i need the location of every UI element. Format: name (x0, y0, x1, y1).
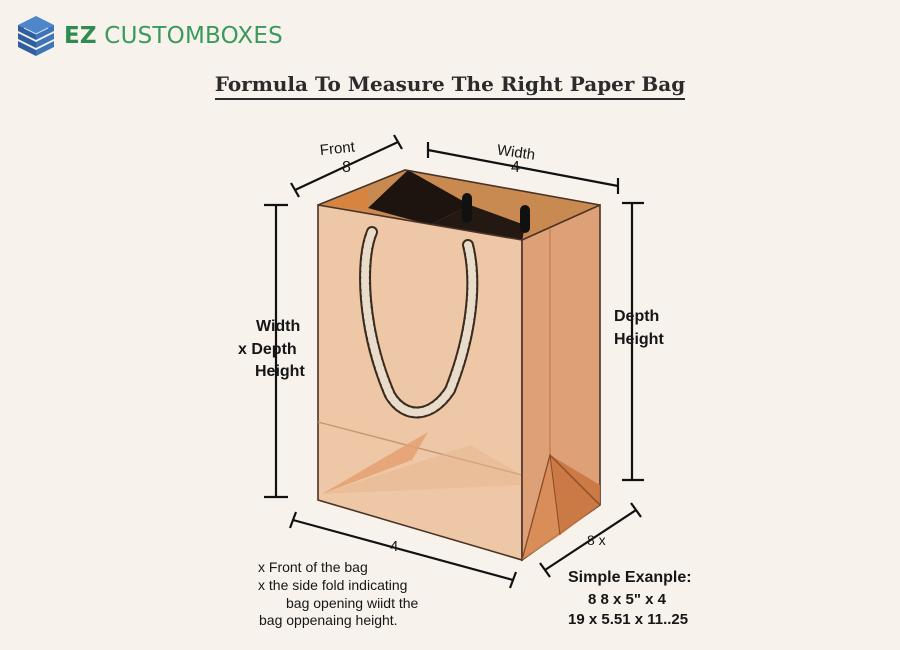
note-line-3: bag opening wiidt the (286, 595, 419, 611)
front-value-label: 8 (342, 159, 351, 176)
front-word-label: Front (319, 138, 356, 159)
example-heading: Simple Exanple: (568, 569, 692, 586)
bottom-side-dimension-line (544, 509, 637, 571)
note-line-4: bag oppenaing height. (259, 612, 398, 628)
right-label-1: Depth (614, 308, 659, 325)
page-title: Formula To Measure The Right Paper Bag (0, 72, 900, 100)
width-dimension-line (427, 148, 619, 188)
bottom-side-value: 8 x (587, 532, 606, 548)
note-line-2: x the side fold indicating (258, 577, 407, 593)
stacked-boxes-icon (18, 16, 54, 56)
width-word-label: Width (496, 142, 536, 164)
note-line-1: x Front of the bag (258, 559, 368, 575)
bottom-front-value: 4 (390, 538, 398, 555)
example-line-1: 8 8 x 5" x 4 (588, 591, 667, 608)
right-label-2: Height (614, 331, 664, 348)
bag-front-face (317, 204, 523, 562)
example-line-2: 19 x 5.51 x 11..25 (568, 611, 688, 628)
left-label-3: Height (255, 363, 305, 380)
left-label-1: Width (256, 318, 300, 335)
width-value-label: 4 (511, 159, 520, 176)
bottom-front-dimension-line (292, 518, 514, 582)
left-label-2: x Depth (238, 341, 297, 358)
brand-logo[interactable]: EZ CUSTOMBOXES (14, 14, 283, 58)
brand-name: EZ CUSTOMBOXES (64, 23, 283, 49)
front-dimension-line (294, 141, 399, 191)
